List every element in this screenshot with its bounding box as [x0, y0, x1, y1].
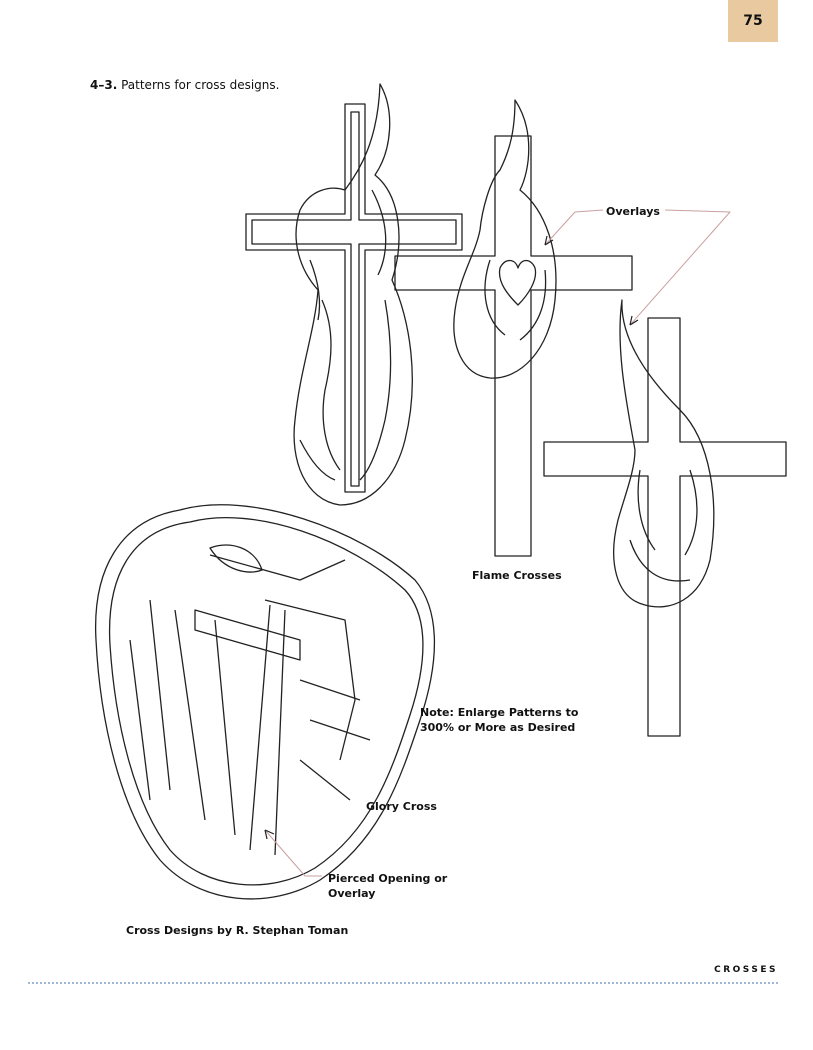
page-number-tab: 75: [728, 0, 778, 42]
label-glory-cross: Glory Cross: [366, 800, 437, 813]
figure-caption: 4–3. Patterns for cross designs.: [90, 78, 279, 92]
figure-caption-text: Patterns for cross designs.: [121, 78, 280, 92]
page-number: 75: [743, 13, 763, 29]
cross-design-1: [245, 83, 463, 506]
label-note-line1: Note: Enlarge Patterns to: [420, 706, 579, 719]
label-flame-crosses: Flame Crosses: [472, 569, 562, 582]
leader-arrowheads: [264, 235, 639, 840]
label-note-line2: 300% or More as Desired: [420, 721, 576, 734]
leader-overlays-to-cross3: [629, 209, 731, 326]
leader-overlays-to-cross2: [544, 209, 604, 246]
label-pierced-opening-line1: Pierced Opening or: [328, 872, 448, 885]
footer-section-title: CROSSES: [714, 965, 778, 975]
figure-number: 4–3.: [90, 78, 118, 92]
leader-pierced-opening: [264, 829, 322, 877]
label-overlays: Overlays: [606, 205, 660, 218]
cross-design-3: [543, 299, 787, 737]
leader-lines: [264, 209, 731, 877]
glory-cross-design: [94, 504, 436, 900]
footer-dotted-rule: [28, 982, 778, 984]
label-pierced-opening-line2: Overlay: [328, 887, 376, 900]
label-credit: Cross Designs by R. Stephan Toman: [126, 924, 349, 937]
cross-design-2: [394, 99, 633, 557]
